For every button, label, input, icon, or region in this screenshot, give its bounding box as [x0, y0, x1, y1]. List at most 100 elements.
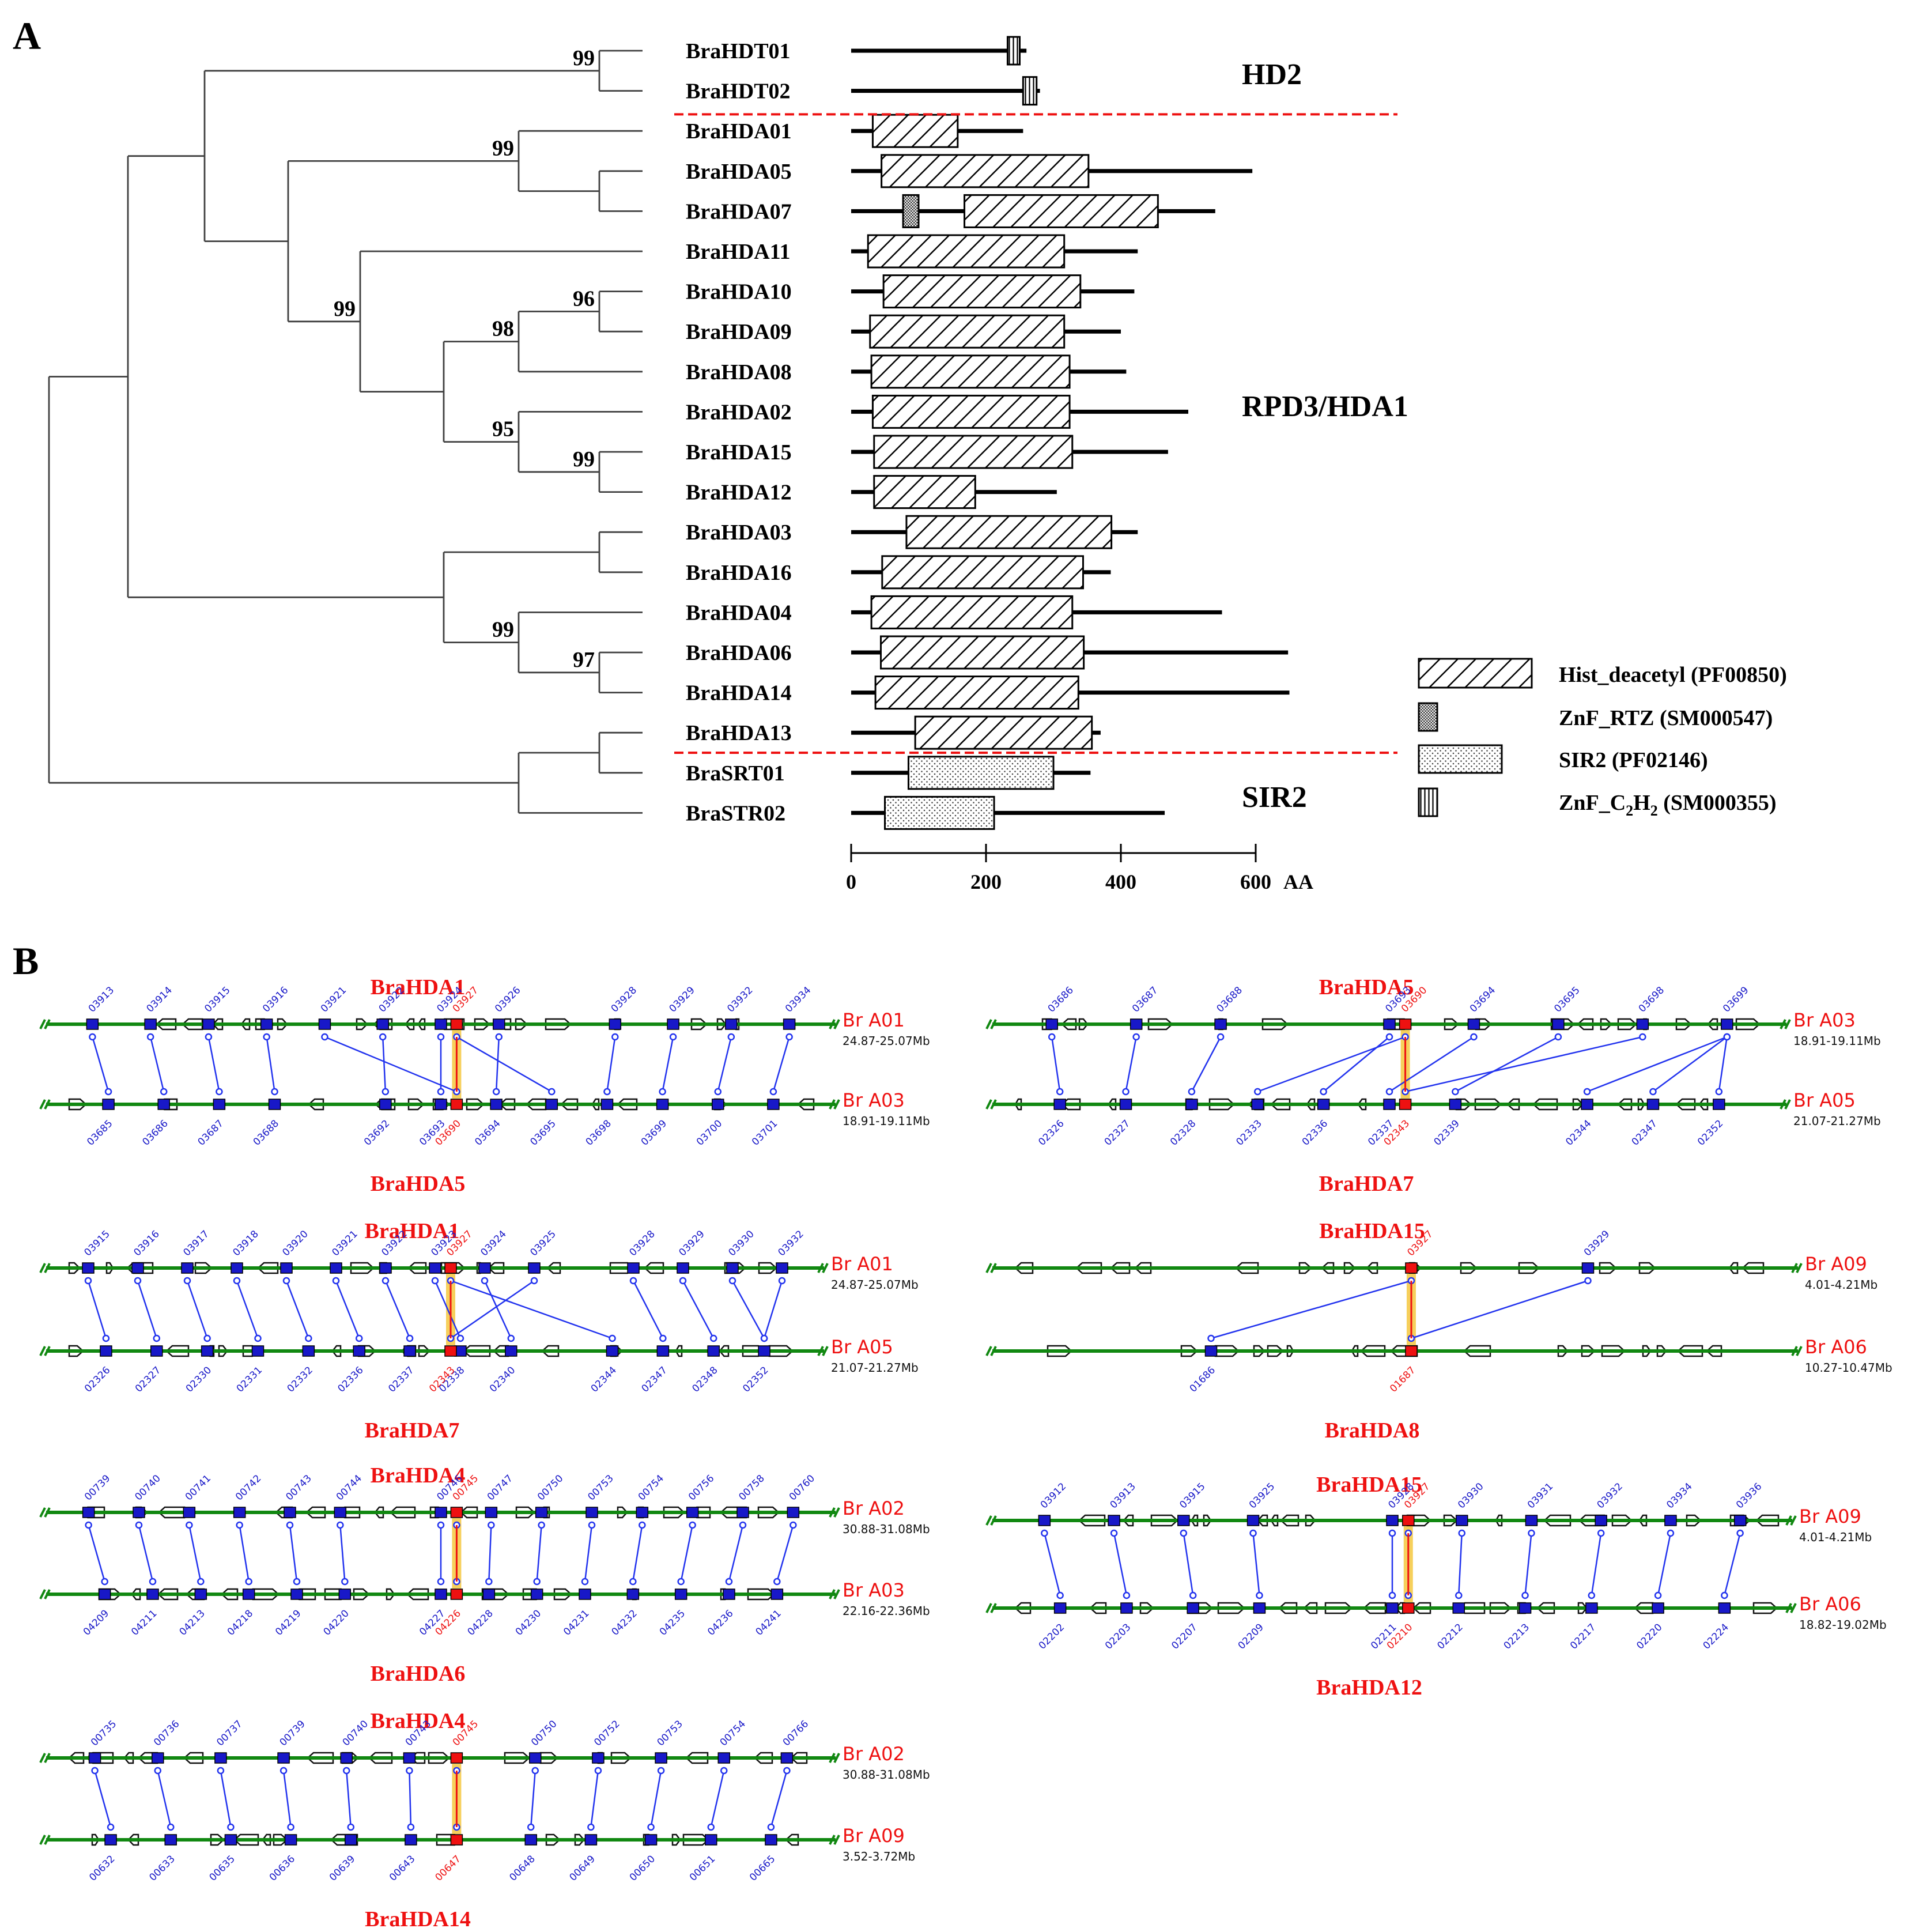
synteny-link — [220, 1770, 232, 1828]
gene-id-bottom: 02224 — [1701, 1621, 1731, 1651]
znf_c2h2-domain — [1006, 36, 1021, 66]
gene-id-top: 00739 — [277, 1718, 307, 1748]
synteny-link — [662, 1036, 674, 1092]
gene-id-bottom: 02209 — [1236, 1621, 1266, 1651]
protein-BraHDA09 — [851, 314, 1121, 349]
homolog-gene-box — [435, 1507, 447, 1518]
link-anchor — [739, 1521, 747, 1529]
synteny-link — [590, 1770, 599, 1828]
protein-BraHDA02 — [851, 394, 1188, 429]
homolog-gene-box — [765, 1834, 777, 1846]
homolog-gene-box — [707, 1345, 720, 1357]
focal-gene-box — [450, 1018, 463, 1030]
homolog-gene-box — [505, 1345, 517, 1357]
gene-id-top: 03913 — [1108, 1481, 1138, 1511]
focal-gene-top: BraHDA4 — [371, 1709, 466, 1733]
break-mark — [985, 1346, 997, 1356]
break-mark — [985, 1603, 997, 1613]
homolog-gene-box — [1636, 1018, 1649, 1030]
protein-BraHDA05 — [851, 154, 1253, 188]
synteny-link — [770, 1770, 788, 1828]
homolog-gene-box — [726, 1262, 739, 1274]
link-anchor — [101, 1578, 108, 1586]
link-anchor — [1584, 1277, 1592, 1285]
link-anchor — [603, 1088, 611, 1096]
link-anchor — [197, 1578, 205, 1586]
link-anchor — [279, 1767, 288, 1775]
leaf-label: BraHDA16 — [686, 561, 792, 585]
homolog-gene-box — [485, 1507, 498, 1518]
link-anchor — [581, 1578, 589, 1586]
link-anchor — [407, 1823, 415, 1831]
gene-id-top: 03929 — [1582, 1228, 1612, 1258]
protein-BraHDA03 — [851, 515, 1138, 549]
homolog-gene-box — [284, 1507, 296, 1518]
link-anchor — [437, 1521, 445, 1529]
link-anchor — [217, 1767, 225, 1775]
link-anchor — [216, 1088, 223, 1096]
synteny-link — [87, 1280, 107, 1339]
gene-id-top: 03686 — [1046, 984, 1076, 1014]
gene-id-bottom: 03692 — [362, 1118, 392, 1148]
chromosome-label-top: Br A03 — [1793, 1009, 1856, 1031]
protein-BraHDA11 — [851, 234, 1138, 269]
synteny-link — [1323, 1036, 1390, 1092]
gene-id-bottom: 00639 — [327, 1853, 357, 1883]
chromosome-range-bottom: 22.16-22.36Mb — [843, 1604, 930, 1618]
gene-id-top: 03699 — [1721, 984, 1751, 1014]
link-anchor — [492, 1088, 500, 1096]
protein-architectures — [851, 36, 1290, 830]
link-anchor — [587, 1823, 595, 1831]
leaf-label: BraSRT01 — [686, 761, 785, 786]
link-anchor — [205, 1033, 213, 1041]
homolog-gene-box — [403, 1752, 416, 1764]
group-label-rpd3: RPD3/HDA1 — [1242, 390, 1408, 423]
gene-id-bottom: 04211 — [129, 1608, 159, 1637]
chromosome-label-bottom: Br A06 — [1799, 1593, 1861, 1615]
link-anchor — [727, 1033, 735, 1041]
chromosome-label-bottom: Br A05 — [831, 1336, 893, 1358]
homolog-gene-box — [435, 1099, 447, 1110]
synteny-link — [289, 1525, 298, 1582]
bootstrap-value: 99 — [573, 46, 595, 70]
phylogenetic-tree — [48, 50, 643, 814]
focal-gene-box — [1399, 1018, 1412, 1030]
sir2-domain — [907, 756, 1055, 790]
focal-gene-box — [1402, 1602, 1415, 1614]
synteny-link — [335, 1280, 360, 1339]
link-anchor — [657, 1767, 665, 1775]
protein-BraHDA06 — [851, 635, 1289, 670]
gene-id-top: 03915 — [1177, 1481, 1207, 1511]
gene-id-bottom: 01686 — [1188, 1364, 1218, 1394]
gene-id-bottom: 04236 — [705, 1608, 735, 1637]
chromosome-label-bottom: Br A06 — [1805, 1336, 1867, 1358]
link-anchor — [639, 1521, 646, 1529]
focal-gene-box — [450, 1834, 463, 1846]
link-anchor — [629, 1578, 637, 1586]
gene-id-bottom: 02332 — [285, 1364, 315, 1394]
homolog-gene-box — [181, 1262, 194, 1274]
gene-id-top: 03921 — [319, 984, 349, 1014]
homolog-gene-box — [535, 1507, 548, 1518]
homolog-gene-box — [787, 1507, 800, 1518]
homolog-gene-box — [528, 1262, 541, 1274]
gene-id-bottom: 02330 — [184, 1364, 214, 1394]
hist-domain — [871, 114, 959, 148]
synteny-link — [239, 1525, 250, 1582]
link-anchor — [609, 1334, 616, 1342]
gene-id-bottom: 03688 — [251, 1118, 281, 1148]
homolog-gene-box — [1646, 1099, 1660, 1110]
break-mark — [39, 1099, 51, 1110]
homolog-gene-box — [201, 1345, 214, 1357]
link-anchor — [659, 1088, 666, 1096]
gene-id-top: 03698 — [1637, 984, 1667, 1014]
homolog-gene-box — [780, 1752, 794, 1764]
synteny-link — [717, 1036, 732, 1092]
homolog-gene-box — [478, 1262, 491, 1274]
gene-id-top: 00752 — [592, 1718, 622, 1748]
chromosome-label-bottom: Br A05 — [1793, 1089, 1856, 1111]
synteny-link — [530, 1770, 536, 1828]
link-anchor — [379, 1033, 387, 1041]
link-anchor — [785, 1033, 793, 1041]
